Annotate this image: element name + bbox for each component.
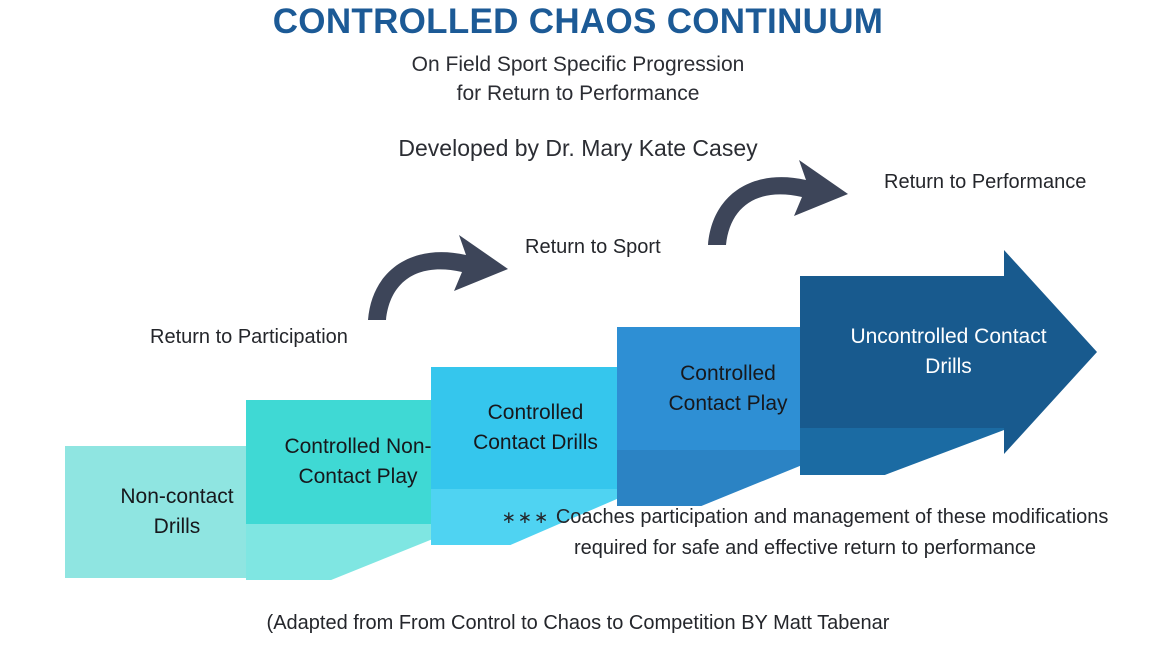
curved-arrow-icon-return-to-performance: [708, 160, 848, 245]
stage-label: Controlled Non- Contact Play: [284, 432, 431, 492]
note-line-1: ∗∗∗ Coaches participation and management…: [452, 502, 1156, 533]
note-text-line-2: required for safe and effective return t…: [573, 537, 1037, 559]
stage-label-line-2: Contact Play: [668, 391, 788, 415]
stage-label: Uncontrolled Contact Drills: [850, 322, 1046, 382]
stage-label-line-2: Drills: [153, 515, 201, 538]
subtitle: On Field Sport Specific Progression for …: [0, 50, 1156, 108]
milestone-label-return-to-sport: Return to Sport: [525, 236, 661, 258]
stage-label-line-1: Controlled Non-: [284, 435, 432, 458]
subtitle-line-1: On Field Sport Specific Progression: [411, 53, 745, 76]
stage-body: Controlled Contact Drills: [431, 367, 640, 489]
milestone-label-return-to-performance: Return to Performance: [884, 171, 1087, 193]
stage-shadow-tail: [800, 427, 1012, 475]
page-title: CONTROLLED CHAOS CONTINUUM: [272, 2, 884, 41]
stage-block-controlled-contact-drills: Controlled Contact Drills: [431, 367, 640, 545]
stage-label: Controlled Contact Drills: [473, 398, 598, 458]
stage-label-line-2: Drills: [925, 354, 972, 378]
coaches-note: ∗∗∗ Coaches participation and management…: [452, 502, 1156, 564]
stage-label-line-1: Non-contact: [120, 485, 234, 508]
stage-label: Controlled Contact Play: [668, 359, 787, 419]
stage-body: Uncontrolled Contact Drills: [800, 276, 1097, 427]
stage-label-line-2: Contact Play: [298, 465, 418, 488]
developer-credit: Developed by Dr. Mary Kate Casey: [398, 135, 758, 161]
stage-label-line-1: Controlled: [680, 361, 776, 385]
note-text-line-1: Coaches participation and management of …: [555, 506, 1109, 528]
asterisk-icon: ∗∗∗: [501, 508, 551, 527]
stage-label-line-1: Uncontrolled Contact: [850, 324, 1047, 348]
stage-label-line-1: Controlled: [487, 401, 584, 424]
milestone-label-return-to-participation: Return to Participation: [150, 326, 348, 348]
curved-arrow-icon-return-to-sport: [368, 235, 508, 320]
stage-block-uncontrolled-contact-drills: Uncontrolled Contact Drills: [800, 250, 1097, 475]
stage-label-line-2: Contact Drills: [473, 431, 598, 454]
source-attribution: (Adapted from From Control to Chaos to C…: [266, 612, 890, 634]
subtitle-line-2: for Return to Performance: [456, 82, 700, 105]
stage-label: Non-contact Drills: [120, 482, 233, 542]
